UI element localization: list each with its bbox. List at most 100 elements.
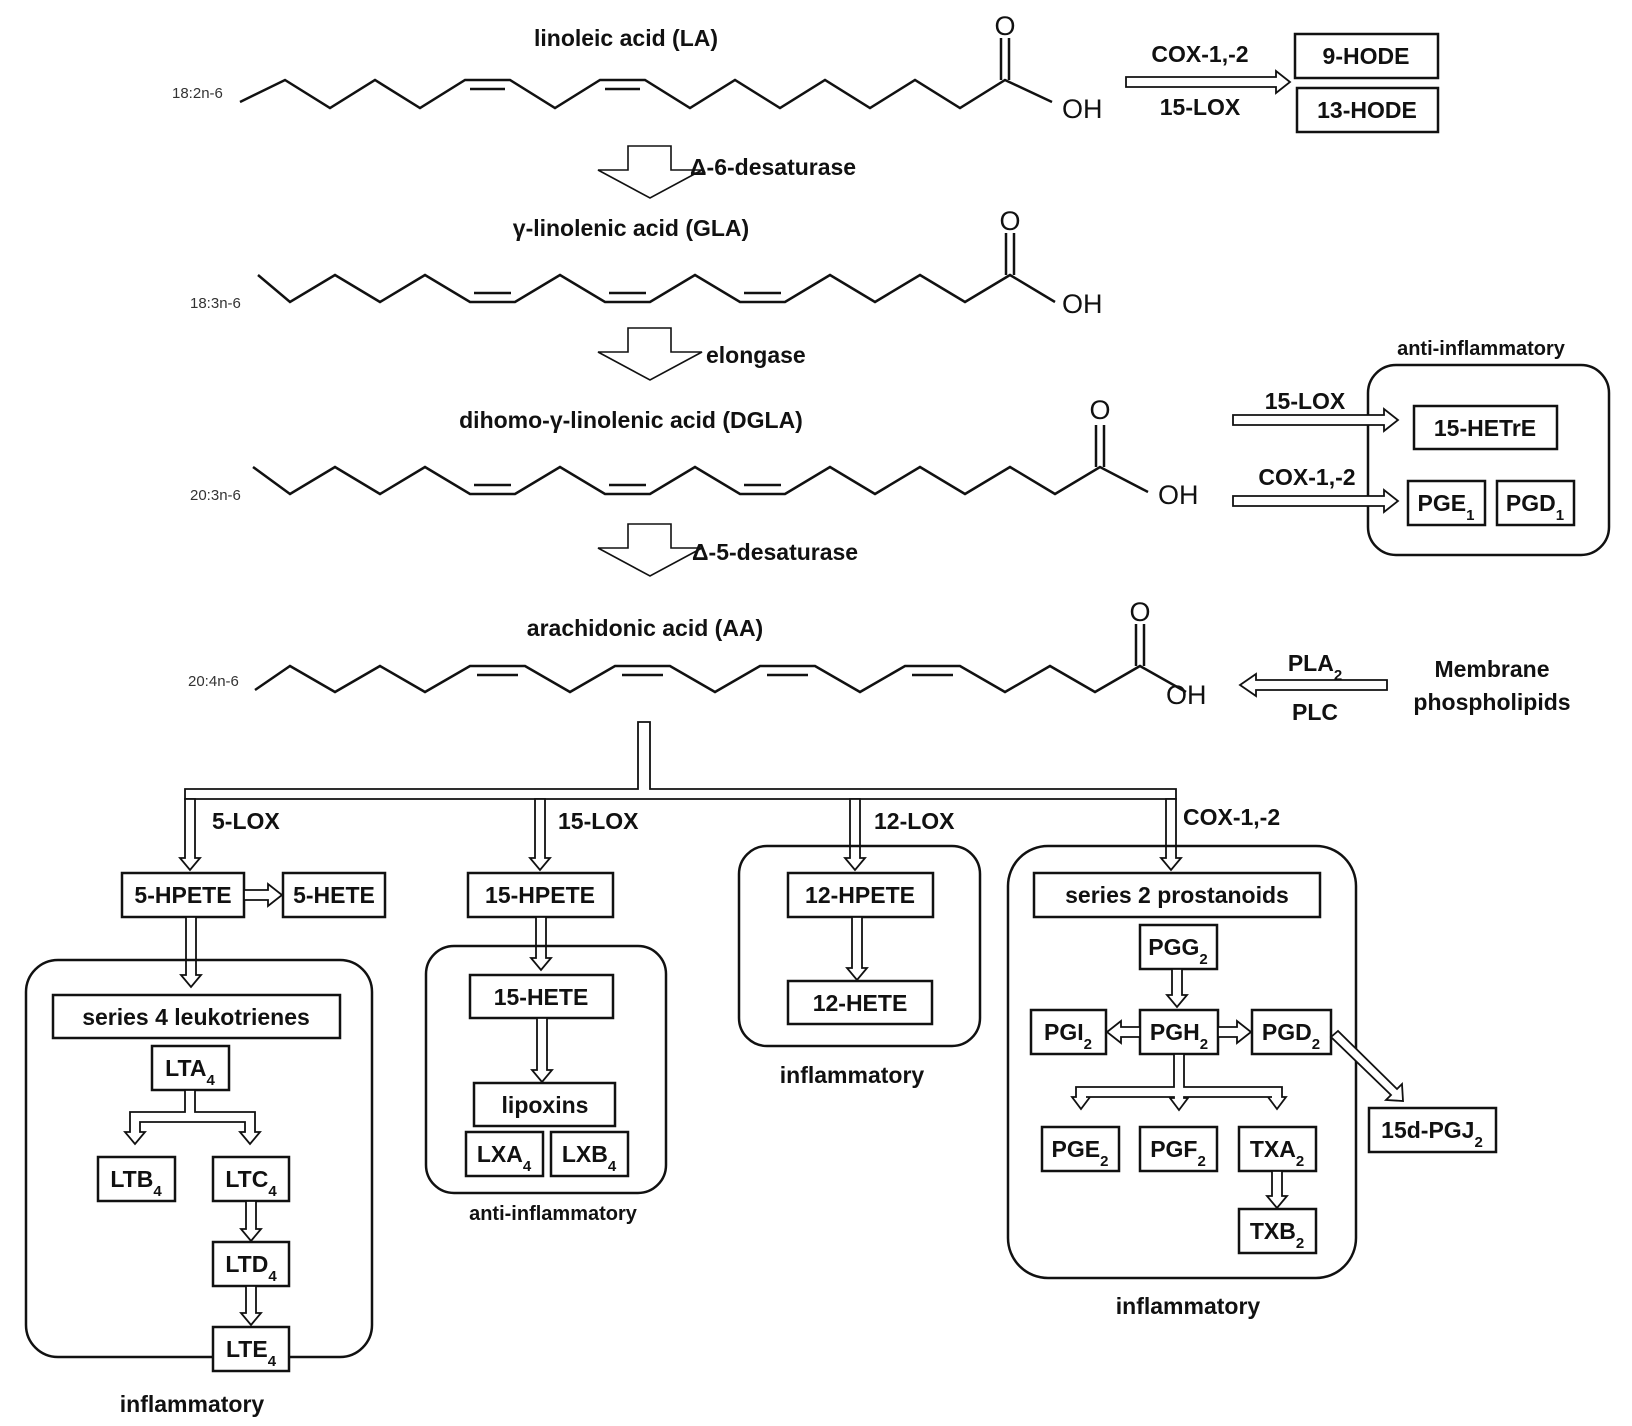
dgla-name: dihomo-γ-linolenic acid (DGLA) xyxy=(459,407,803,433)
lox5-drop-arrow xyxy=(178,798,202,872)
hpete15-label: 15-HPETE xyxy=(485,882,595,908)
pgd2-label: PGD xyxy=(1262,1019,1312,1045)
pgj2-subscript: 2 xyxy=(1474,1134,1482,1151)
hete5-label: 5-HETE xyxy=(293,882,375,908)
lxb4-text: LXB4 xyxy=(562,1141,617,1175)
hete15-to-lipoxins-arrow xyxy=(530,1017,554,1084)
pgg2-text: PGG2 xyxy=(1148,934,1207,968)
pgg2-subscript: 2 xyxy=(1199,951,1207,968)
pgd1-box xyxy=(1495,479,1576,527)
prostanoids-title-box xyxy=(1032,871,1322,919)
pgg2-label: PGG xyxy=(1148,934,1199,960)
pgf2-text: PGF2 xyxy=(1150,1136,1206,1170)
cox-label-la: COX-1,-2 xyxy=(1151,41,1248,67)
ltd4-to-lte4-arrow xyxy=(239,1285,263,1327)
pge2-text: PGE2 xyxy=(1052,1136,1109,1170)
linoleic-acid-oxygen: O xyxy=(994,11,1015,41)
pgd2-to-pgj2-arrow xyxy=(1329,1029,1404,1102)
pgj2-box xyxy=(1367,1106,1498,1154)
leukotrienes-frame xyxy=(24,958,374,1359)
hpete5-to-hete5-arrow xyxy=(243,882,284,908)
dgla-to-hetre-arrow xyxy=(1232,407,1400,433)
pge2-box xyxy=(1040,1125,1121,1173)
lte4-subscript: 4 xyxy=(268,1353,277,1370)
hete15-box xyxy=(468,973,615,1020)
lox15-label-aa: 15-LOX xyxy=(558,808,639,834)
pgd1-subscript: 1 xyxy=(1556,507,1564,524)
pgd2-box xyxy=(1250,1008,1333,1056)
lox12-branch: 12-HPETE 12-HETE inflammatory xyxy=(737,844,982,1088)
pla2-subscript: 2 xyxy=(1334,667,1342,684)
hete12-frame xyxy=(737,844,982,1048)
lox5-label: 5-LOX xyxy=(212,808,280,834)
lta4-box xyxy=(150,1044,231,1092)
pgj2-text: 15d-PGJ2 xyxy=(1381,1117,1483,1151)
txa2-box xyxy=(1237,1125,1318,1173)
pgi2-subscript: 2 xyxy=(1084,1036,1092,1053)
aa-name: arachidonic acid (AA) xyxy=(527,615,763,641)
pgg2-box xyxy=(1138,923,1219,971)
gla-hydroxyl: OH xyxy=(1062,289,1103,319)
la-hode-branch: COX-1,-2 15-LOX 9-HODE 13-HODE xyxy=(1125,32,1440,134)
gla-chain xyxy=(257,273,1056,304)
cox-drop-arrow xyxy=(1159,798,1183,872)
lox12-drop-arrow xyxy=(843,798,867,872)
d6-desaturase-label: Δ-6-desaturase xyxy=(690,154,856,180)
pgd2-subscript: 2 xyxy=(1312,1036,1320,1053)
lipoxins-frame xyxy=(424,944,668,1195)
dgla-code: 20:3n-6 xyxy=(190,487,241,504)
pla2-text: PLA2 xyxy=(1288,650,1342,684)
pgi2-label: PGI xyxy=(1044,1019,1084,1045)
gla-oxygen: O xyxy=(999,206,1020,236)
lox15-label-la: 15-LOX xyxy=(1160,94,1241,120)
hete5-box xyxy=(281,871,387,919)
aa-distribution-bar: 5-LOX 15-LOX 12-LOX COX-1,-2 xyxy=(178,721,1280,872)
hete12-label: 12-HETE xyxy=(813,990,908,1016)
membrane-to-aa-arrow xyxy=(1238,672,1388,698)
dgla-oxygen: O xyxy=(1089,395,1110,425)
membrane-branch: PLA2 PLC Membrane phospholipids xyxy=(1238,650,1571,725)
leukotrienes-title: series 4 leukotrienes xyxy=(82,1004,310,1030)
txb2-text: TXB2 xyxy=(1250,1218,1304,1252)
pgg2-to-pgh2-arrow xyxy=(1165,968,1189,1009)
lte4-box xyxy=(211,1325,291,1373)
txb2-label: TXB xyxy=(1250,1218,1296,1244)
pge1-subscript: 1 xyxy=(1466,507,1474,524)
la-to-hode-arrow xyxy=(1125,69,1292,95)
membrane-label-2: phospholipids xyxy=(1413,689,1570,715)
hode9-label: 9-HODE xyxy=(1323,43,1410,69)
hode13-box xyxy=(1295,86,1440,134)
lox15-drop-arrow xyxy=(528,798,552,872)
lxb4-subscript: 4 xyxy=(608,1158,617,1175)
membrane-label-1: Membrane xyxy=(1434,656,1549,682)
ltd4-label: LTD xyxy=(225,1251,268,1277)
txa2-subscript: 2 xyxy=(1296,1153,1304,1170)
ltb4-label: LTB xyxy=(110,1166,153,1192)
ltd4-subscript: 4 xyxy=(268,1268,277,1285)
aa-hydroxyl: OH xyxy=(1166,680,1207,710)
pgh2-to-pgi2-arrow xyxy=(1105,1019,1141,1045)
gla-name: γ-linolenic acid (GLA) xyxy=(513,215,749,241)
pgh2-to-pgd2-arrow xyxy=(1217,1019,1253,1045)
txa2-to-txb2-arrow xyxy=(1265,1170,1289,1210)
d5-desaturase-label: Δ-5-desaturase xyxy=(692,539,858,565)
lox5-branch: 5-HPETE 5-HETE series 4 leukotrienes LTA… xyxy=(24,871,387,1417)
dgla-hydroxyl: OH xyxy=(1158,480,1199,510)
dgla-products-frame xyxy=(1366,363,1611,557)
lte4-text: LTE4 xyxy=(226,1336,277,1370)
hpete5-label: 5-HPETE xyxy=(134,882,231,908)
pgf2-subscript: 2 xyxy=(1197,1153,1205,1170)
hpete5-to-leukotrienes-arrow xyxy=(179,916,203,989)
hode13-label: 13-HODE xyxy=(1317,97,1417,123)
elongase-label: elongase xyxy=(706,342,806,368)
prostanoids-title: series 2 prostanoids xyxy=(1065,882,1289,908)
conversion-arrow-3 xyxy=(597,523,703,577)
txb2-box xyxy=(1237,1207,1318,1255)
hpete15-box xyxy=(466,871,615,919)
cox-branch: series 2 prostanoids PGG2 PGH2 PGI2 PGD2… xyxy=(1006,844,1498,1319)
hetre-box xyxy=(1412,404,1559,451)
lxa4-text: LXA4 xyxy=(477,1141,532,1175)
lta4-subscript: 4 xyxy=(206,1072,215,1089)
pgd1-text: PGD1 xyxy=(1506,490,1564,524)
linoleic-acid-name: linoleic acid (LA) xyxy=(534,25,718,51)
